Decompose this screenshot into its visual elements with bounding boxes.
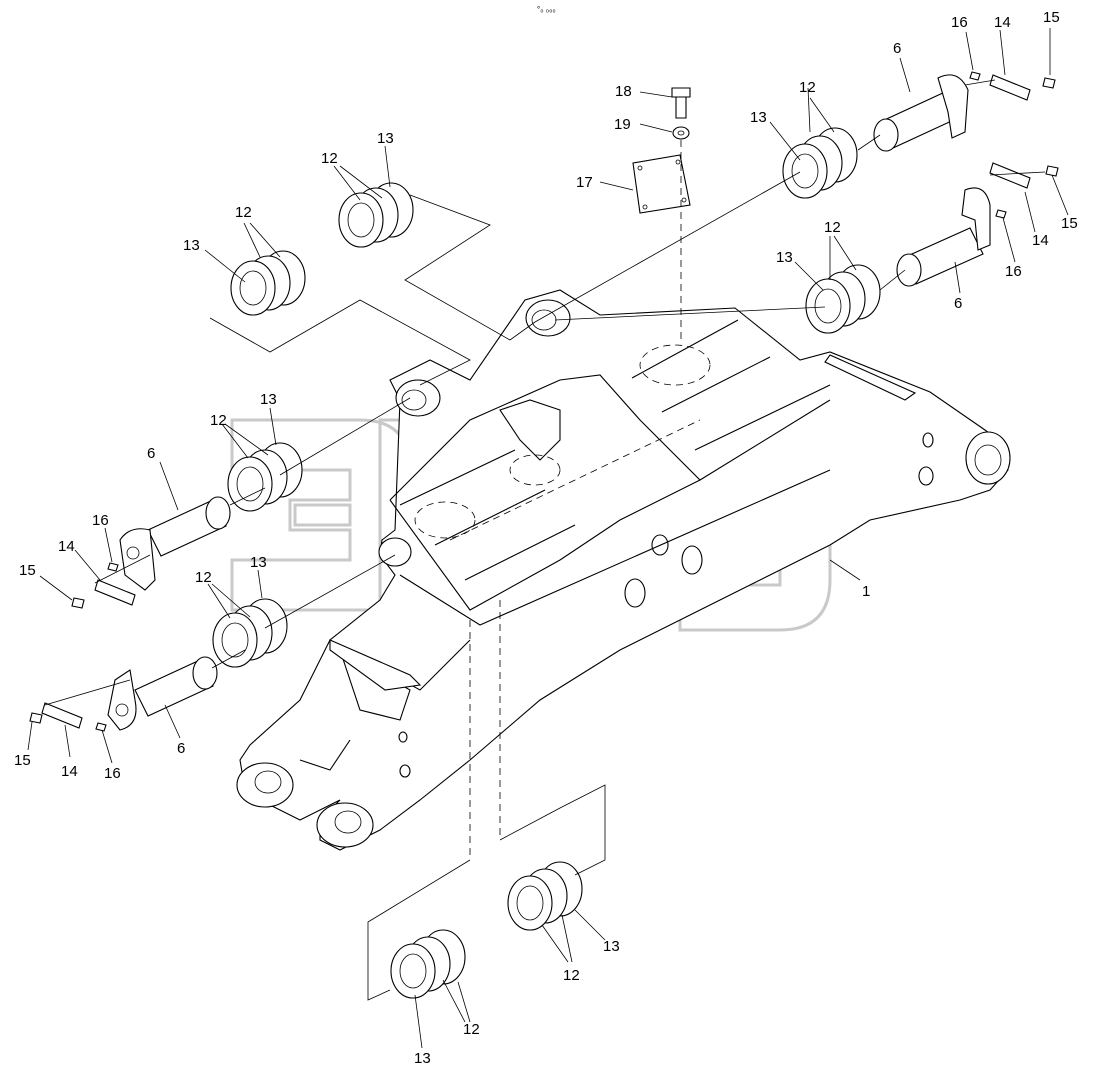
label-15-left-lower: 15 [14,752,31,769]
label-16-right: 16 [1005,263,1022,280]
label-14-left-lower: 14 [61,763,78,780]
label-13-top-left: 13 [183,237,200,254]
label-12-bottom-right: 12 [563,967,580,984]
label-12-top-left: 12 [235,204,252,221]
header-mark: °₀ ₀₀₀ [537,5,556,14]
label-18: 18 [615,83,632,100]
label-15-left-upper: 15 [19,562,36,579]
label-12-left-lower: 12 [195,569,212,586]
label-13-bottom-right: 13 [603,938,620,955]
label-13-top: 13 [377,130,394,147]
label-14-upper-right: 14 [994,14,1011,31]
label-16-upper-right: 16 [951,14,968,31]
label-15-upper-right: 15 [1043,9,1060,26]
label-15-right: 15 [1061,215,1078,232]
label-13-upper-right: 13 [750,109,767,126]
label-13-left-lower: 13 [250,554,267,571]
label-6-left-upper: 6 [147,445,155,462]
label-16-left-lower: 16 [104,765,121,782]
washer-stacks [212,127,881,999]
label-12-left-upper: 12 [210,412,227,429]
label-16-left-upper: 16 [92,512,109,529]
label-13-left-upper: 13 [260,391,277,408]
boom-body [236,289,1011,851]
label-12-top: 12 [321,150,338,167]
label-12-bottom-left: 12 [463,1021,480,1038]
label-6-left-lower: 6 [177,740,185,757]
label-12-right: 12 [824,219,841,236]
label-19: 19 [614,116,631,133]
label-17: 17 [576,174,593,191]
label-6-right: 6 [954,295,962,312]
part-labels: 1 6 6 6 6 12 12 12 12 12 12 12 12 13 13 … [14,9,1078,1067]
leader-lines [27,28,1069,1049]
label-14-left-upper: 14 [58,538,75,555]
pin-assemblies [29,71,1059,732]
label-1: 1 [862,583,870,600]
label-6-upper-right: 6 [893,40,901,57]
cover-assembly [599,87,691,340]
label-12-upper-right: 12 [799,79,816,96]
label-13-right: 13 [776,249,793,266]
label-14-right: 14 [1032,232,1049,249]
label-13-bottom-left: 13 [414,1050,431,1067]
